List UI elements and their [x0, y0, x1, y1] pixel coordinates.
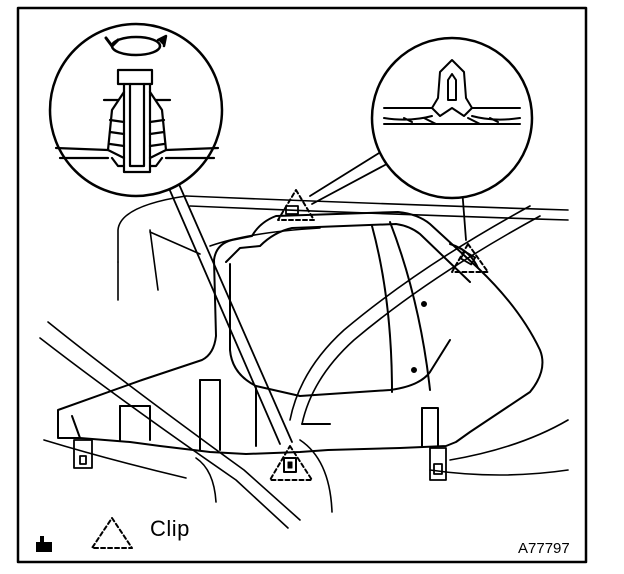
triangle-clip-icon [91, 517, 133, 549]
legend-label: Clip [150, 516, 190, 541]
detail-leader-lines [167, 149, 467, 445]
clip-marker-icon [451, 243, 489, 273]
detail-circle-push-clip [370, 36, 534, 200]
clip-head [287, 461, 293, 469]
clip-marker-icon [269, 445, 313, 481]
mounting-tabs [73, 439, 447, 481]
clip-marker-icon [277, 189, 315, 221]
clip-head [285, 205, 299, 215]
corner-mark-icon [36, 536, 52, 552]
clip-head [459, 250, 477, 266]
brace-rod [289, 205, 541, 425]
clip-head [283, 457, 297, 473]
rotate-arrow-icon [104, 34, 168, 57]
detail-circle-screw-clip [48, 22, 224, 198]
diagram-frame [16, 6, 588, 564]
splash-shield-panel [57, 211, 544, 455]
figure-id: A77797 [518, 540, 570, 557]
panel-hole [421, 301, 427, 307]
panel-hole [411, 367, 417, 373]
